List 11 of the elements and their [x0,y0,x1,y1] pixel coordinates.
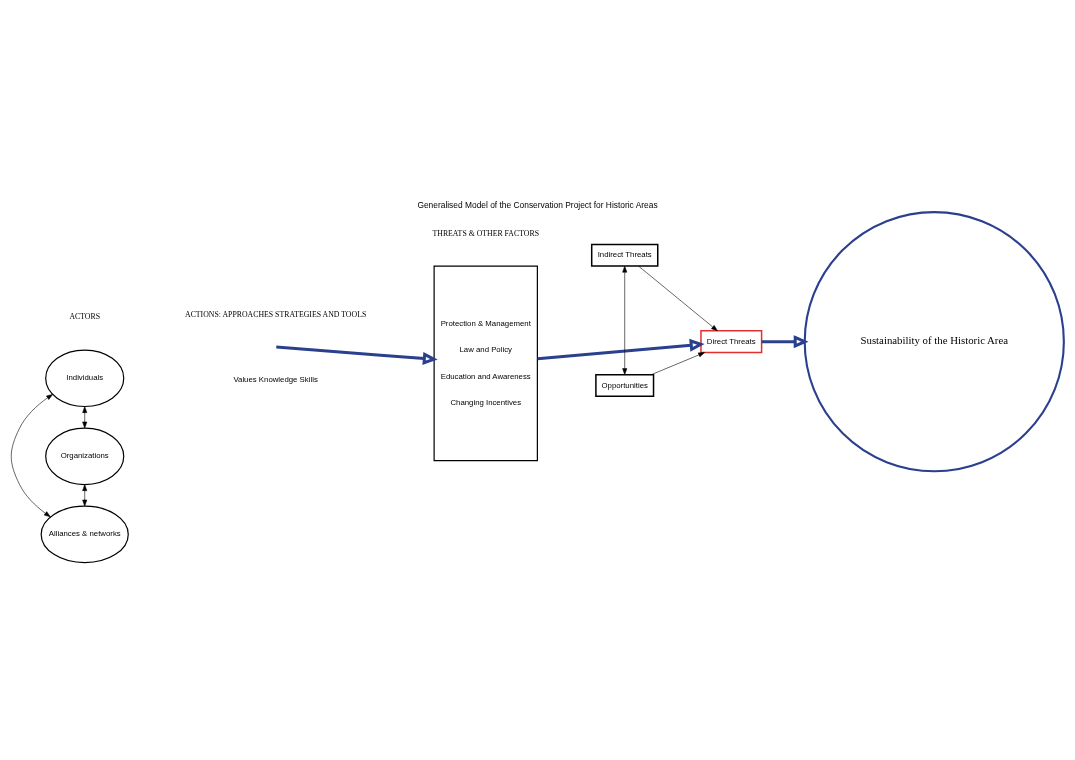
arrow [651,351,705,375]
diagram-title: Generalised Model of the Conservation Project for Historic Areas [417,199,658,210]
arrow [82,483,88,506]
arrow [10,393,53,517]
node-circle: Sustainability of the Historic Area [803,210,1065,472]
arrow [638,265,718,331]
arrow [82,405,88,428]
arrow [537,338,705,360]
arrow [622,265,628,375]
arrow [276,345,438,365]
arrow [761,334,809,348]
